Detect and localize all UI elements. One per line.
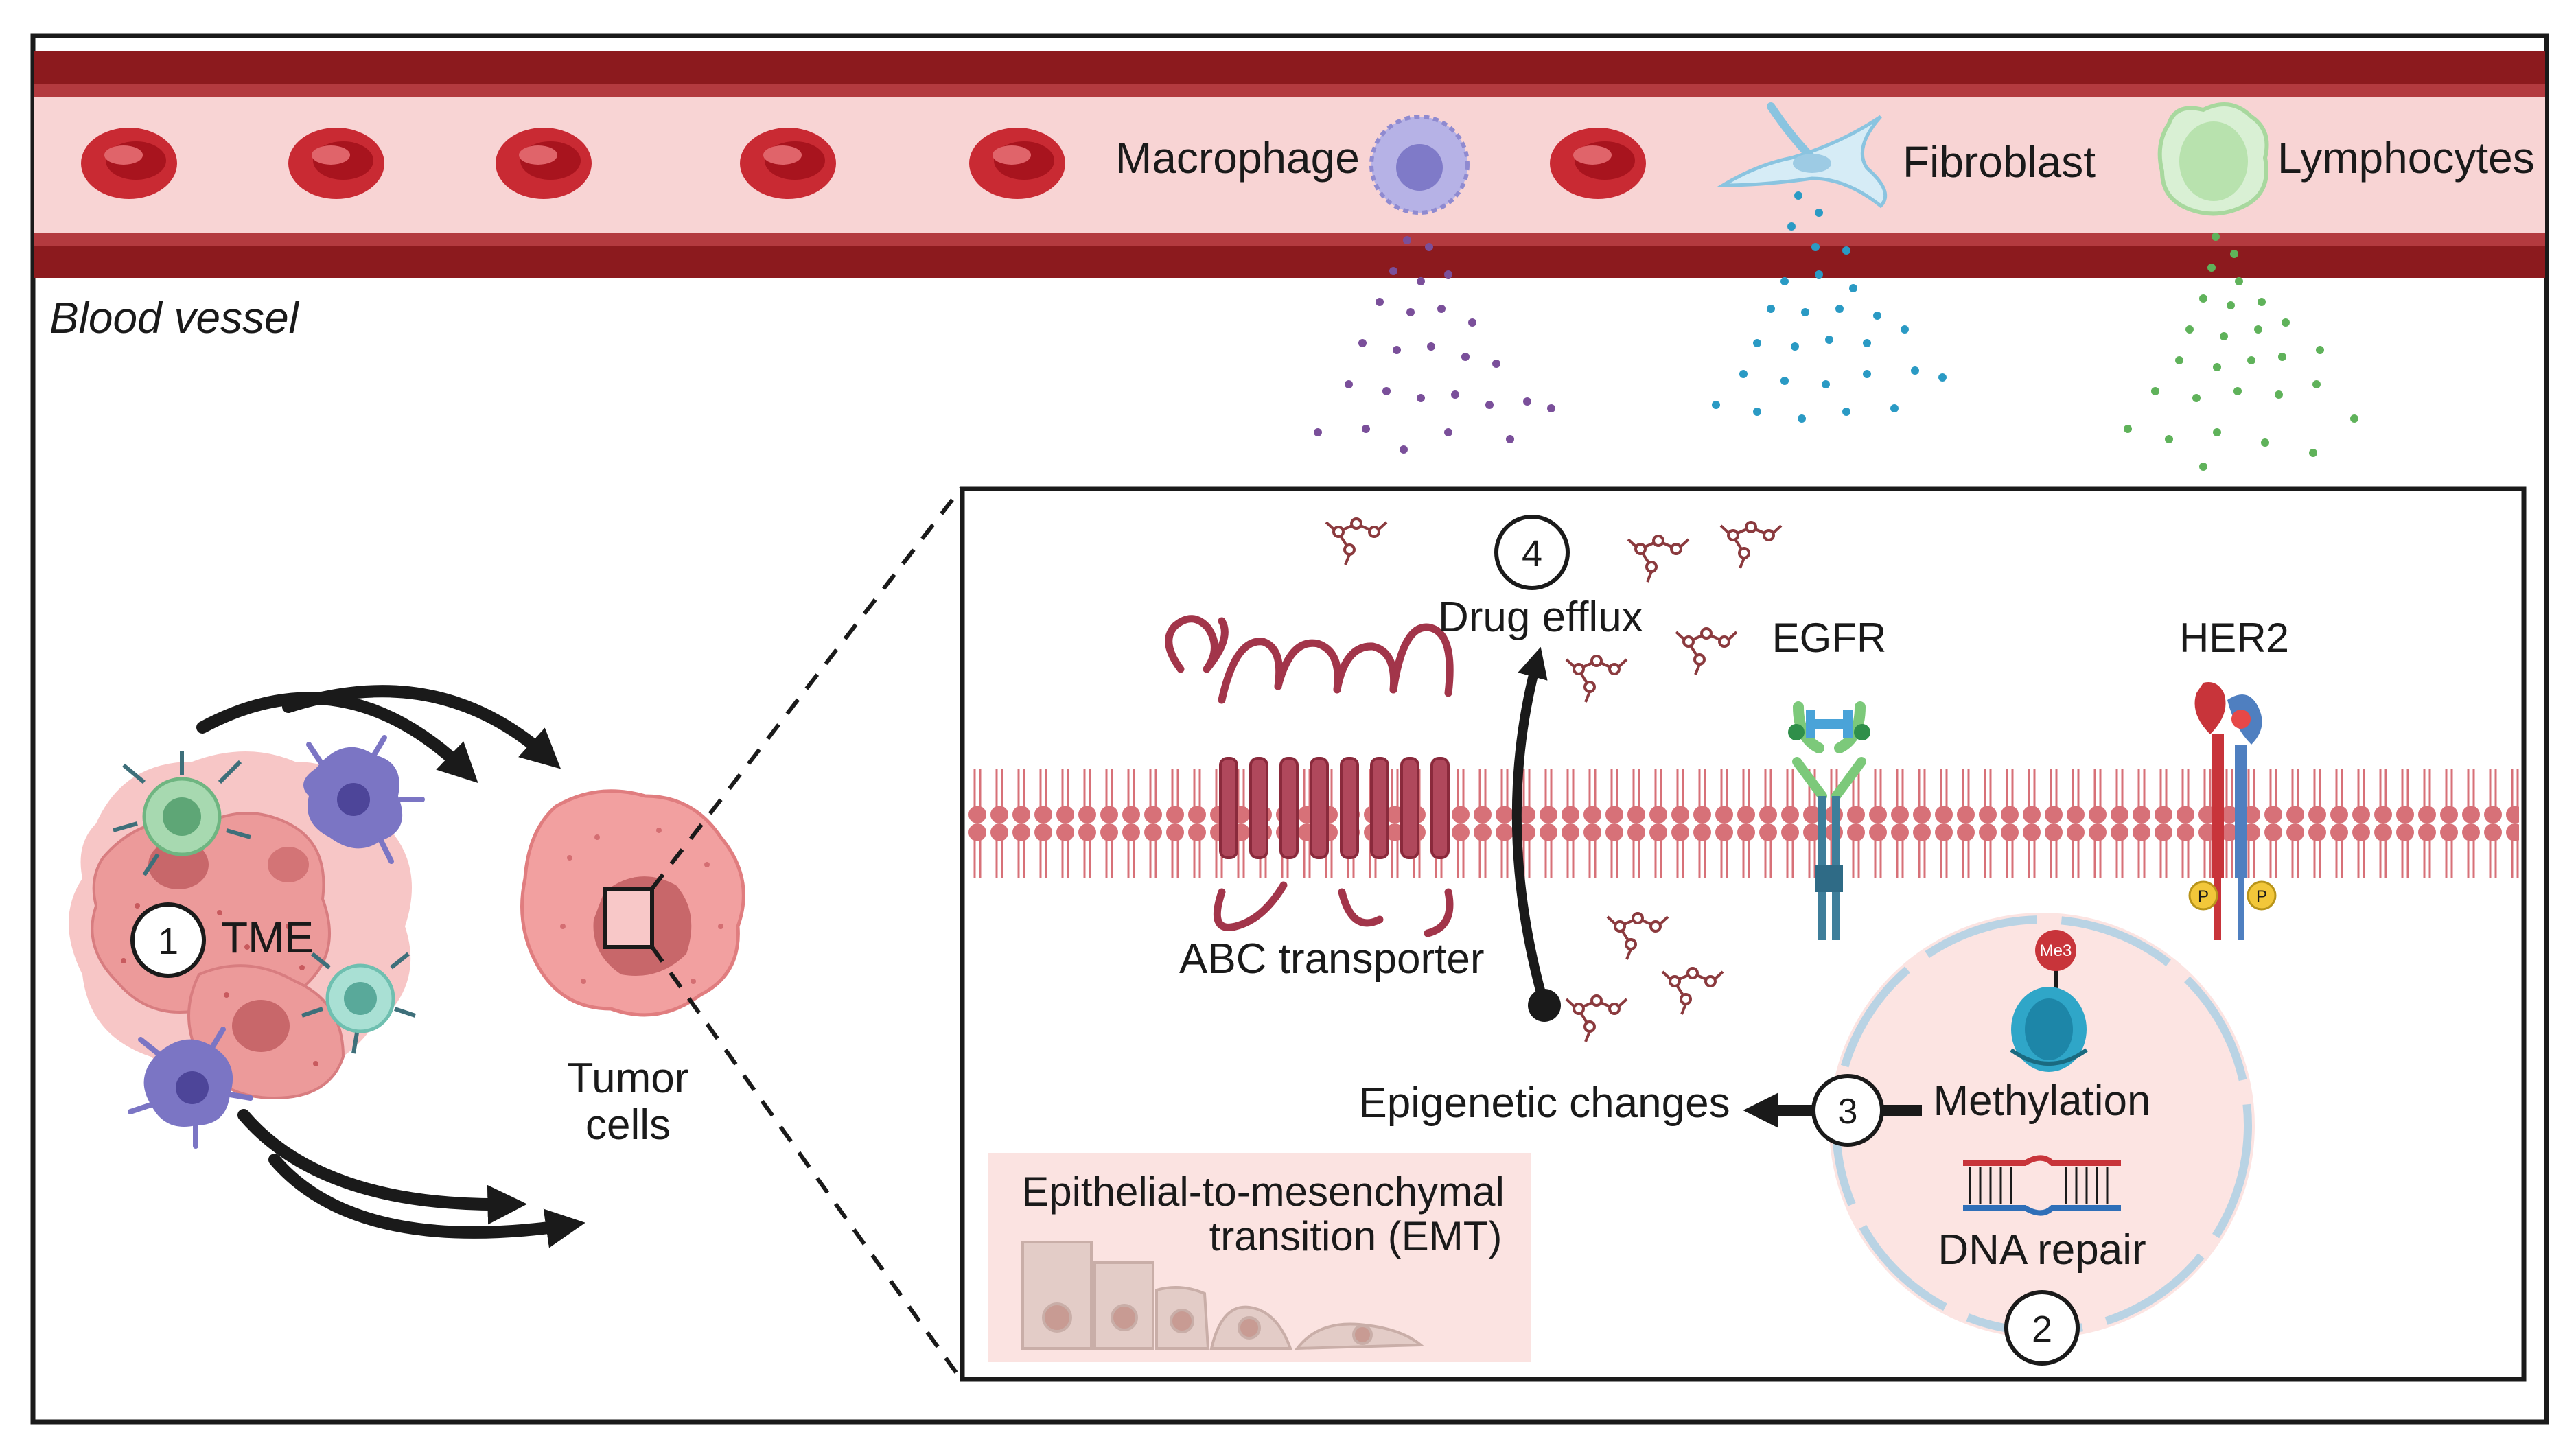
epigenetic-changes-label: Epigenetic changes — [1358, 1079, 1730, 1127]
emt-cells — [1021, 1241, 1425, 1350]
nucleosome — [2010, 930, 2088, 1072]
emt-label-line1: Epithelial-to-mesenchymal — [1021, 1169, 1505, 1215]
zoom-lines — [650, 487, 963, 1381]
blood-vessel — [34, 51, 2545, 278]
fibroblast-secretion-dots — [1712, 191, 1947, 423]
cell-membrane — [968, 748, 2519, 885]
abc-transporter — [1165, 615, 1454, 937]
drug-efflux-label: Drug efflux — [1438, 594, 1643, 641]
emt-label-line2: transition (EMT) — [1209, 1213, 1502, 1259]
blood-vessel-label: Blood vessel — [49, 293, 300, 342]
egfr-receptor — [1788, 701, 1870, 940]
drug-efflux-arrow-origin — [1528, 989, 1561, 1022]
macrophage-secretion-dots — [1314, 236, 1555, 454]
dna-repair-helix — [1963, 1155, 2121, 1216]
abc-transporter-label: ABC transporter — [1179, 935, 1485, 983]
me3-label: Me3 — [2040, 942, 2072, 960]
lymphocyte-secretion-dots — [2124, 233, 2358, 471]
macrophage-cell — [1369, 115, 1470, 215]
step-1-badge — [130, 902, 206, 978]
fibroblast-label: Fibroblast — [1903, 137, 2096, 187]
lymphocyte-cell — [2157, 102, 2269, 216]
t-cell-green — [113, 751, 251, 876]
step-2-badge — [2004, 1290, 2080, 1366]
dendritic-cell-top — [303, 735, 425, 864]
her2-label: HER2 — [2179, 615, 2289, 661]
macrophage-label: Macrophage — [1115, 133, 1360, 183]
tme-to-tumor-arrows — [196, 685, 585, 1248]
tumor-cells-label-line2: cells — [585, 1101, 671, 1149]
lymphocytes-label: Lymphocytes — [2277, 133, 2535, 183]
abc-transmembrane-helices — [1219, 757, 1450, 859]
step-2-number: 2 — [2032, 1309, 2052, 1350]
tumor-cell — [520, 789, 745, 1017]
egfr-label: EGFR — [1772, 615, 1887, 661]
step-3-number: 3 — [1838, 1092, 1858, 1132]
tme-label: TME — [221, 913, 314, 962]
methylation-label: Methylation — [1933, 1077, 2150, 1125]
step-4-number: 4 — [1522, 533, 1542, 574]
nucleus — [1829, 913, 2255, 1338]
her2-receptor — [2188, 682, 2277, 940]
step-4-badge — [1494, 515, 1570, 590]
fibroblast-cell — [1716, 102, 1888, 209]
dna-repair-label: DNA repair — [1938, 1226, 2146, 1274]
tumor-cells-label-line1: Tumor — [568, 1055, 689, 1102]
her2-phospho-right: P — [2256, 887, 2267, 906]
her2-phospho-left: P — [2198, 887, 2209, 906]
t-cell-teal — [301, 952, 416, 1054]
step-1-number: 1 — [158, 921, 178, 962]
drug-efflux-arrow — [1511, 646, 1549, 1007]
dendritic-cell-bottom — [128, 1027, 253, 1149]
step-3-badge — [1811, 1074, 1884, 1147]
